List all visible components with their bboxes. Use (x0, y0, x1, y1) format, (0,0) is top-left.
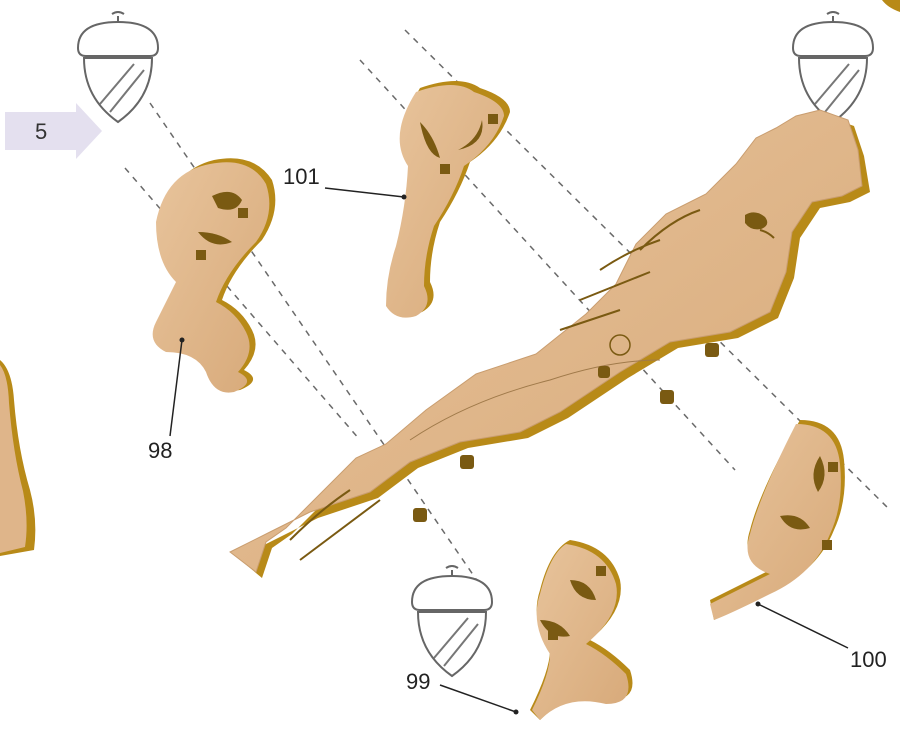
part-label-99: 99 (406, 669, 430, 694)
step-number: 5 (35, 119, 47, 144)
acorn-icon (793, 12, 873, 122)
acorn-icon (78, 12, 158, 122)
leg-piece-100 (710, 420, 845, 620)
callout-98: 98 (148, 338, 185, 464)
acorn-icon (412, 566, 492, 676)
part-label-98: 98 (148, 438, 172, 463)
part-label-101: 101 (283, 164, 320, 189)
partial-wood-corner (882, 0, 900, 12)
leg-piece-98 (153, 158, 276, 392)
step-arrow: 5 (5, 103, 102, 159)
leg-piece-99 (530, 540, 633, 720)
partial-wood-piece (0, 360, 35, 556)
part-label-100: 100 (850, 647, 887, 672)
callout-100: 100 (756, 602, 887, 673)
callout-101: 101 (283, 164, 407, 200)
callout-99: 99 (406, 669, 519, 715)
